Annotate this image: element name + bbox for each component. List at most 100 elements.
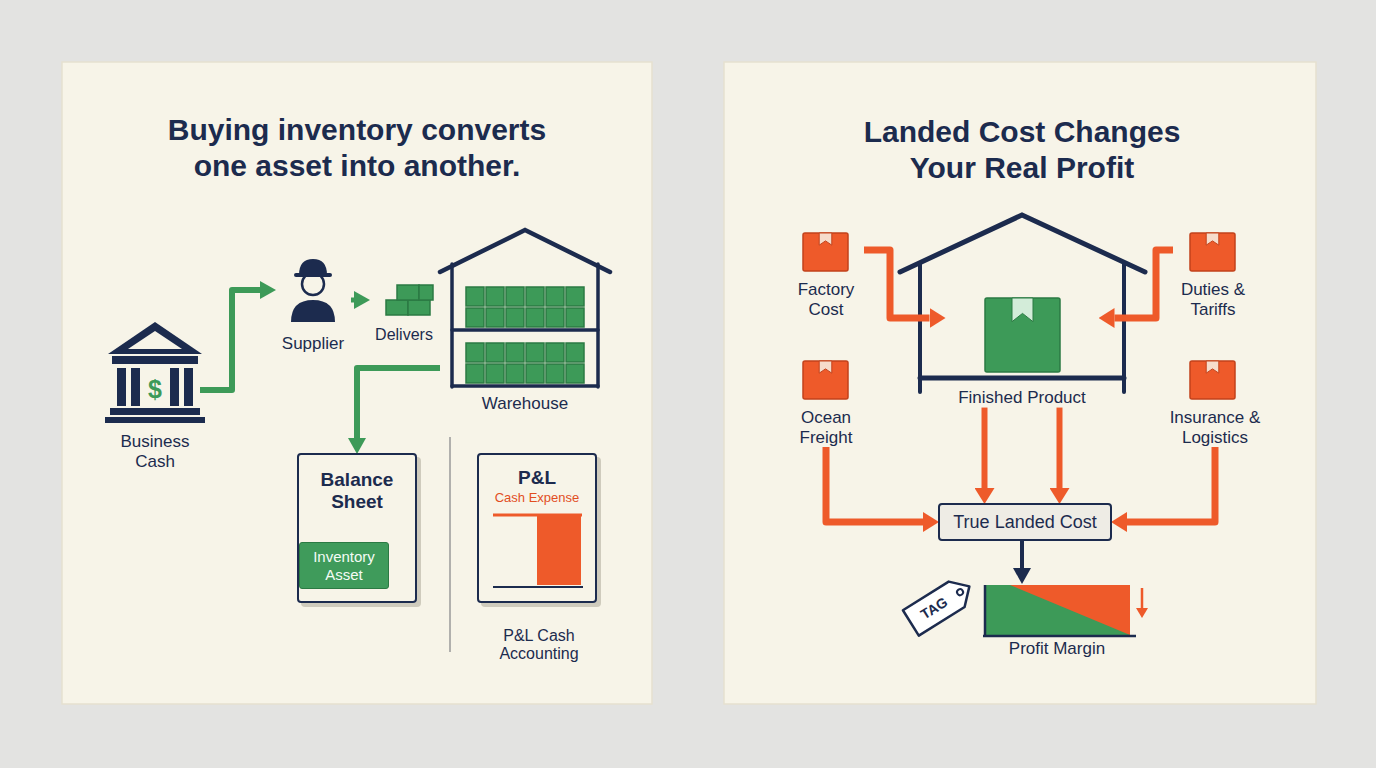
warehouse-boxes [546,287,564,306]
node-label: True Landed Cost [953,512,1096,533]
finished-product-house [918,263,922,392]
finished-product-house [900,215,1145,272]
bank-icon [184,368,193,406]
warehouse-boxes [526,287,544,306]
bank-icon [117,368,126,406]
warehouse-boxes [526,364,544,383]
profit-margin-bar [985,585,1130,635]
warehouse-boxes [566,343,584,362]
asset-box: Inventory Asset [299,542,389,589]
finished-product-house [1122,263,1126,392]
finished-product-house [920,376,1124,381]
price-tag-icon [903,574,977,636]
delivered-boxes-icon [386,285,433,315]
cash-expense-chart [537,515,581,585]
node-label: Insurance & Logistics [1169,408,1261,447]
package-icon [803,233,848,271]
statement-card: Balance SheetInventory Asset [297,453,417,603]
flow-arrow [826,447,923,522]
cost-component-node: Factory Cost [788,230,864,319]
warehouse-boxes [526,308,544,327]
supplier-person-icon [291,300,335,322]
package-icon [1190,361,1235,399]
warehouse-boxes [566,364,584,383]
node-label: Balance Sheet [303,469,411,513]
warehouse-boxes [486,287,504,306]
package-icon [819,361,832,373]
warehouse-icon [452,384,598,388]
cost-component-node: Insurance & Logistics [1165,358,1265,447]
margin-node: Profit Margin [972,583,1142,659]
package-icon [803,361,848,399]
warehouse-boxes [486,343,504,362]
bank-icon [105,417,205,423]
product-node: Finished Product [945,290,1100,408]
warehouse-boxes [566,308,584,327]
node-label: P&L [483,467,591,489]
flow-arrow [200,290,260,390]
warehouse-boxes [526,343,544,362]
profit-margin-bar [983,635,1136,638]
price-tag-icon [903,574,977,636]
supplier-person-icon [291,259,335,322]
bank-icon [112,356,198,364]
bank-icon [105,322,205,423]
package-icon [985,298,1060,372]
warehouse-boxes [466,287,584,383]
warehouse-boxes [506,308,524,327]
warehouse-boxes [466,364,484,383]
finished-product-house [900,215,1145,392]
bank-icon [110,408,200,415]
node-label: Profit Margin [976,639,1138,659]
icon-label-node: Warehouse [440,228,610,414]
node-sublabel: Cash Expense [483,491,591,506]
package-icon [819,233,832,245]
package-icon [1190,361,1235,399]
cost-component-node: Duties & Tariffs [1173,230,1253,319]
flow-arrow [351,298,354,303]
cash-expense-chart [493,586,583,588]
cost-component-node: Ocean Freight [784,358,868,447]
profit-margin-bar [983,585,1148,636]
icon-label-node: Supplier [275,255,351,354]
supplier-person-icon [294,273,332,277]
bank-icon [170,368,179,406]
icon-label-node: Delivers [369,280,439,344]
warehouse-icon [452,328,598,332]
tag-label: TAG [917,594,950,623]
profit-margin-bar [985,585,1130,635]
panel-title: Buying inventory converts one asset into… [137,112,577,184]
flow-arrow [1057,408,1063,488]
package-icon [1190,233,1235,271]
price-tag-icon [956,588,964,596]
node-label: Business Cash [114,432,196,471]
panel-title: Landed Cost Changes Your Real Profit [842,114,1202,186]
node-label: Inventory Asset [304,548,384,583]
flow-arrow [864,250,930,318]
warehouse-boxes [546,364,564,383]
package-icon [1190,233,1235,271]
process-box: True Landed Cost [938,503,1112,541]
node-label: Warehouse [444,394,606,414]
supplier-person-icon [299,259,327,275]
warehouse-boxes [506,287,524,306]
node-label: Ocean Freight [788,408,864,447]
cash-expense-chart [493,515,583,587]
warehouse-icon [450,264,454,387]
bank-icon [108,322,202,354]
warehouse-boxes [566,287,584,306]
package-icon [803,361,848,399]
flow-arrow [1020,541,1024,568]
delivered-boxes-icon [408,300,430,315]
package-icon [803,233,848,271]
warehouse-boxes [466,308,484,327]
package-icon [1206,233,1219,245]
paper-panel [724,62,1316,704]
delivered-boxes-icon [397,285,419,300]
warehouse-boxes [546,308,564,327]
profit-margin-bar [984,585,987,636]
package-icon [985,298,1060,372]
paper-panel [62,62,652,704]
